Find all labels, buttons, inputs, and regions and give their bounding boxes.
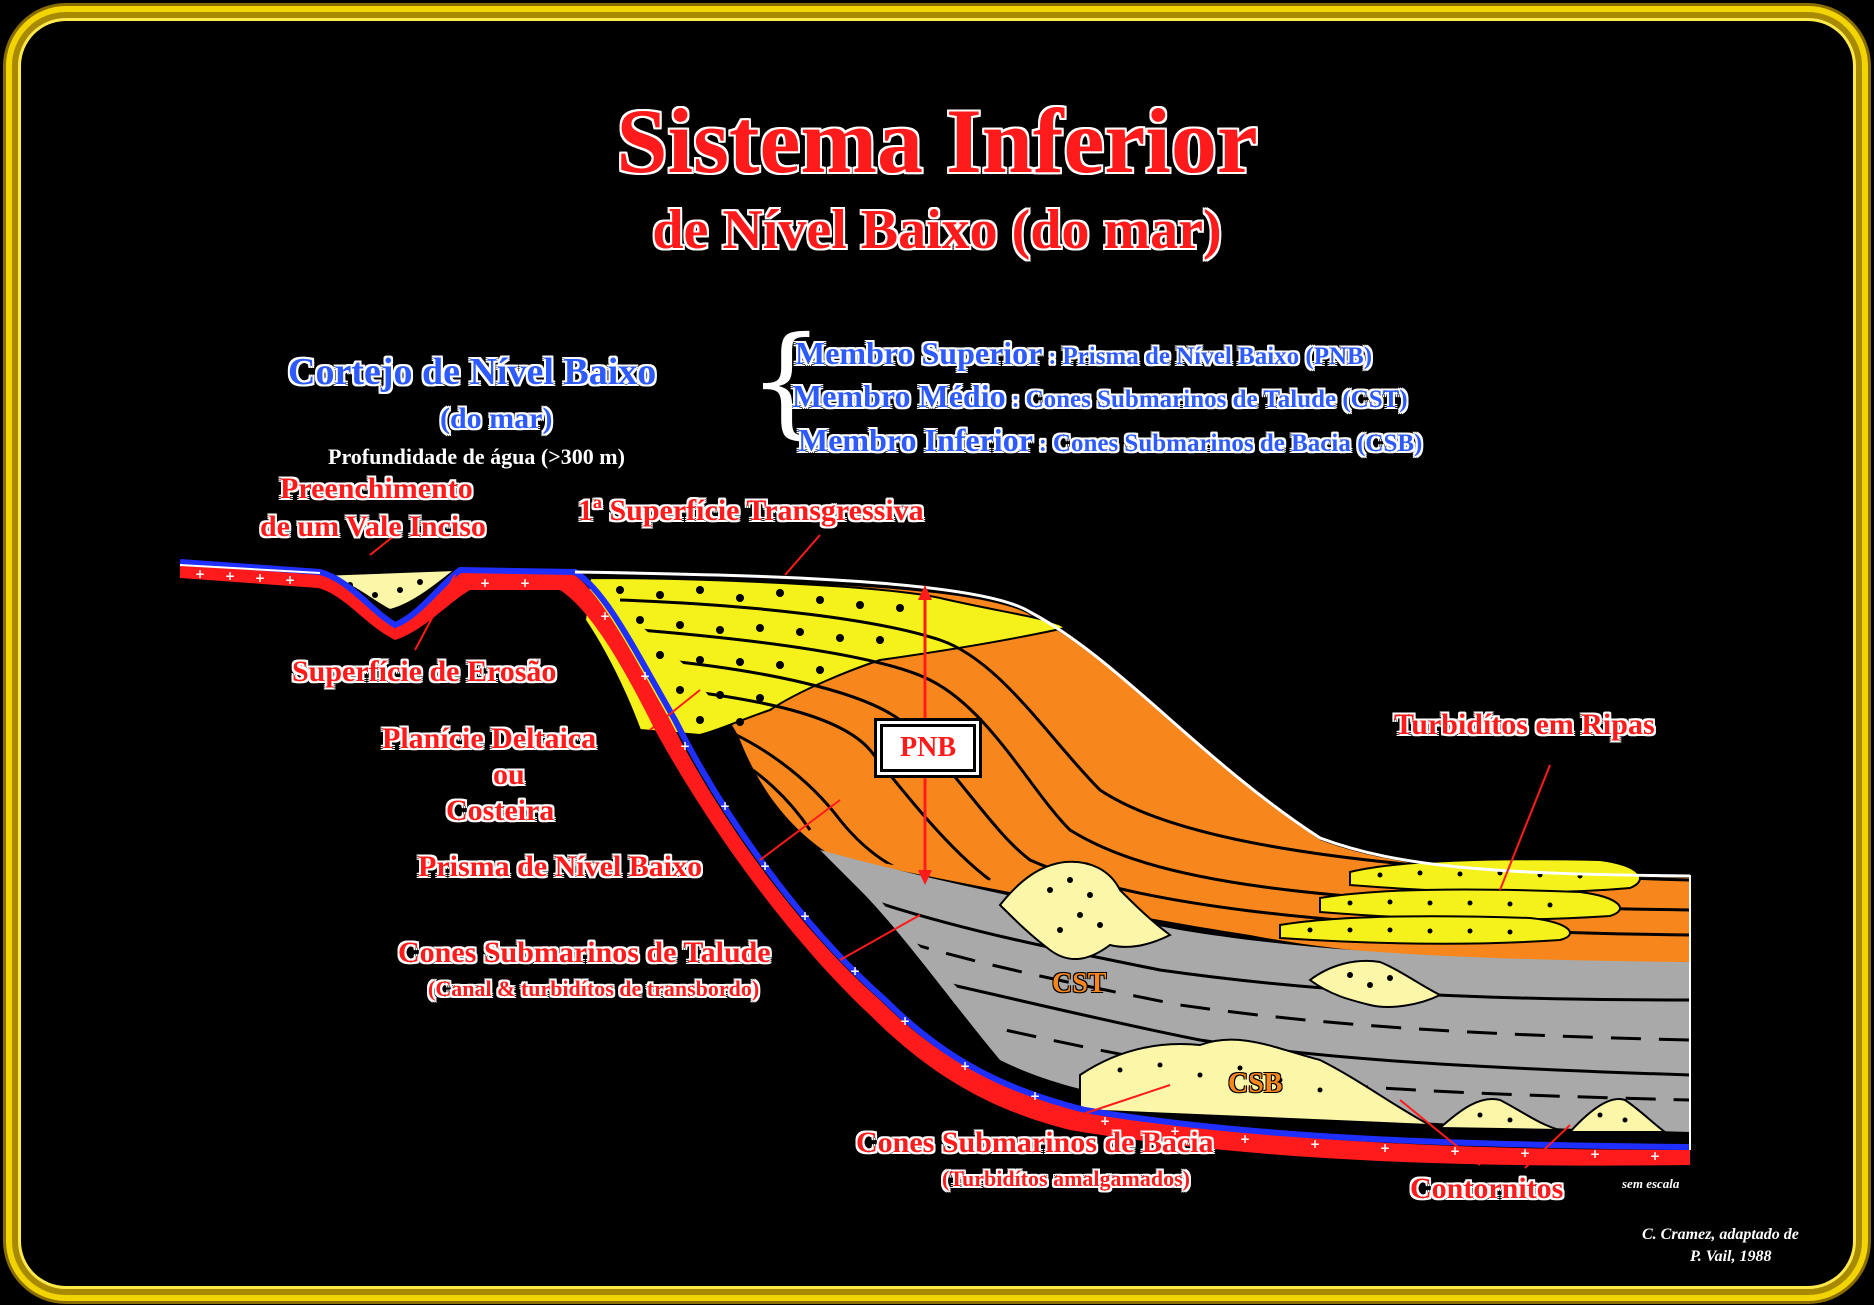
cortejo-title: Cortejo de Nível Baixo	[288, 351, 657, 393]
credit-line-1: C. Cramez, adaptado de	[1642, 1226, 1799, 1243]
channel-mound-2	[1308, 959, 1443, 1008]
label-sheet-turbidites: Turbidítos em Ripas	[1394, 708, 1655, 741]
label-valley-2: de um Vale Inciso	[260, 510, 486, 543]
page-title: Sistema Inferior	[616, 90, 1258, 192]
svg-text:+: +	[960, 1059, 970, 1073]
label-csb: CSB	[1228, 1068, 1283, 1099]
svg-text:+: +	[480, 576, 490, 590]
contourite-mound-2	[1567, 1098, 1669, 1133]
contourite-mound-1	[1437, 1098, 1561, 1131]
svg-text:+: +	[850, 964, 860, 978]
svg-text:+: +	[640, 669, 650, 683]
erosion-surface-blue	[179, 559, 1691, 1150]
label-erosion-surface: Superfície de Erosão	[292, 655, 557, 688]
label-basin-floor-fans-sub: (Turbidítos amalgamados)	[942, 1166, 1190, 1191]
svg-text:+: +	[1170, 1124, 1180, 1138]
label-contourites: Contornitos	[1410, 1172, 1564, 1205]
label-delta-plain-1: Planície Deltaica	[382, 722, 597, 755]
svg-text:+: +	[225, 569, 235, 583]
svg-text:+: +	[1030, 1089, 1040, 1103]
svg-text:+: +	[520, 576, 530, 590]
svg-text:+: +	[1450, 1144, 1460, 1158]
label-cst: CST	[1052, 968, 1107, 999]
water-depth: Profundidade de água (>300 m)	[328, 444, 625, 469]
member-upper: Membro Superior : Prisma de Nível Baixo …	[795, 335, 1373, 371]
label-transgressive-surface: 1ª Superfície Transgressiva	[578, 494, 924, 527]
credit-line-2: P. Vail, 1988	[1690, 1248, 1772, 1265]
svg-text:+: +	[255, 571, 265, 585]
svg-text:+: +	[1310, 1137, 1320, 1151]
svg-text:+: +	[1100, 1114, 1110, 1128]
svg-text:+: +	[1590, 1147, 1600, 1161]
svg-text:+: +	[600, 609, 610, 623]
slope-fan-mound	[998, 860, 1172, 961]
basin-floor-fan	[1079, 1038, 1431, 1126]
member-middle: Membro Médio : Cones Submarinos de Talud…	[792, 378, 1408, 414]
svg-text:+: +	[900, 1014, 910, 1028]
svg-text:+: +	[760, 859, 770, 873]
svg-text:+: +	[680, 739, 690, 753]
label-slope-fans: Cones Submarinos de Talude	[398, 936, 771, 969]
cortejo-subtitle: (do mar)	[440, 402, 553, 435]
label-delta-plain-3: Costeira	[446, 794, 555, 827]
brace-symbol: {	[748, 312, 825, 451]
label-delta-plain-2: ou	[493, 758, 525, 791]
scale-note: sem escala	[1622, 1176, 1680, 1191]
member-lower: Membro Inferior : Cones Submarinos de Ba…	[798, 422, 1423, 458]
svg-text:+: +	[1520, 1146, 1530, 1160]
svg-text:+: +	[720, 799, 730, 813]
svg-text:+: +	[195, 567, 205, 581]
svg-text:+: +	[1240, 1132, 1250, 1146]
label-lowstand-prism: Prisma de Nível Baixo	[418, 850, 703, 883]
label-slope-fans-sub: (Canal & turbidítos de transbordo)	[428, 976, 760, 1001]
svg-text:+: +	[1650, 1149, 1660, 1163]
page-subtitle: de Nível Baixo (do mar)	[652, 199, 1222, 261]
svg-text:+: +	[285, 573, 295, 587]
label-basin-floor-fans: Cones Submarinos de Bacia	[856, 1126, 1214, 1159]
sheet-turbidite-3	[1279, 915, 1571, 945]
label-pnb: PNB	[880, 724, 976, 772]
svg-text:+: +	[800, 909, 810, 923]
label-valley-1: Preenchimento	[280, 472, 473, 505]
svg-text:+: +	[1380, 1141, 1390, 1155]
